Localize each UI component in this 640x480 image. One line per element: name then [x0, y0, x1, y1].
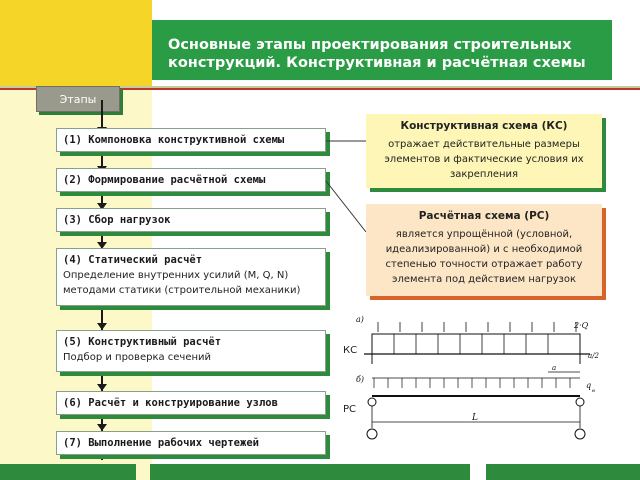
scheme-label-a2: a/2 [588, 352, 600, 360]
beam-scheme-drawing: а) б) 2·Q a/2 a q в L [356, 315, 600, 440]
flow-arrow-icon [97, 242, 107, 249]
scheme-label-q: q [586, 381, 591, 390]
page-title: Основные этапы проектирования строительн… [168, 36, 608, 72]
rs-hinge-left-icon [367, 397, 377, 407]
step-4-description-line-2: методами статики (строительной механики) [63, 285, 301, 296]
rs-hinge-right-icon [575, 397, 585, 407]
step-6-box: (6) Расчёт и конструирование узлов [56, 391, 326, 415]
rs-scheme-label: РС [343, 404, 357, 415]
step-3-heading: (3) Сбор нагрузок [63, 214, 171, 226]
ks-text: отражает действительные размеры элементо… [384, 139, 584, 180]
scheme-label-q-sub: в [592, 388, 595, 394]
step-5-description: Подбор и проверка сечений [63, 352, 212, 363]
ks-heading: Конструктивная схема (КС) [400, 120, 568, 132]
connector-rs [325, 180, 367, 233]
scheme-label-L: L [471, 413, 478, 423]
scheme-label-2q: 2·Q [573, 321, 589, 330]
ks-beam-body [371, 333, 581, 355]
step-4-description-line-1: Определение внутренних усилий (M, Q, N) [63, 270, 289, 281]
top-left-yellow-block [0, 0, 152, 88]
scheme-label-a: а) [356, 315, 364, 324]
stages-label-box: Этапы [36, 86, 120, 112]
rs-heading: Расчётная схема (РС) [418, 210, 550, 222]
step-7-box: (7) Выполнение рабочих чертежей [56, 431, 326, 455]
step-3-box: (3) Сбор нагрузок [56, 208, 326, 232]
scheme-label-a-dim: a [552, 364, 556, 372]
flow-arrow-icon [97, 203, 107, 210]
footer-bar-left [0, 464, 136, 480]
footer-bar-right [486, 464, 640, 480]
ks-definition-box: Конструктивная схема (КС) отражает дейст… [366, 114, 602, 188]
step-6-heading: (6) Расчёт и конструирование узлов [63, 397, 278, 409]
ks-beam-dividers [393, 334, 549, 354]
page-title-line-1: Основные этапы проектирования строительн… [168, 37, 572, 53]
step-1-heading: (1) Компоновка конструктивной схемы [63, 134, 285, 146]
step-4-heading: (4) Статический расчёт [63, 254, 203, 266]
step-2-box: (2) Формирование расчётной схемы [56, 168, 326, 192]
header-title-band [152, 20, 612, 80]
ks-scheme-label: КС [343, 345, 358, 356]
rs-roller-left-icon [366, 428, 378, 440]
step-4-box: (4) Статический расчёт Определение внутр… [56, 248, 326, 306]
flow-arrow-icon [97, 384, 107, 391]
footer-bar-middle [150, 464, 470, 480]
step-7-heading: (7) Выполнение рабочих чертежей [63, 437, 259, 449]
header-divider-accent [0, 88, 640, 90]
rs-roller-right-icon [574, 428, 586, 440]
step-5-heading: (5) Конструктивный расчёт [63, 336, 222, 348]
rs-load-arrows [373, 378, 571, 388]
rs-definition-box: Расчётная схема (РС) является упрощённой… [366, 204, 602, 296]
scheme-label-b: б) [356, 375, 364, 384]
step-2-heading: (2) Формирование расчётной схемы [63, 174, 266, 186]
step-5-box: (5) Конструктивный расчёт Подбор и прове… [56, 330, 326, 372]
flow-arrow-icon [97, 424, 107, 431]
page-title-line-2: конструкций. Конструктивная и расчётная … [168, 55, 586, 71]
flow-arrow-icon [97, 323, 107, 330]
ks-load-arrows [377, 322, 577, 332]
rs-text: является упрощённой (условной, идеализир… [385, 229, 583, 285]
step-1-box: (1) Компоновка конструктивной схемы [56, 128, 326, 152]
